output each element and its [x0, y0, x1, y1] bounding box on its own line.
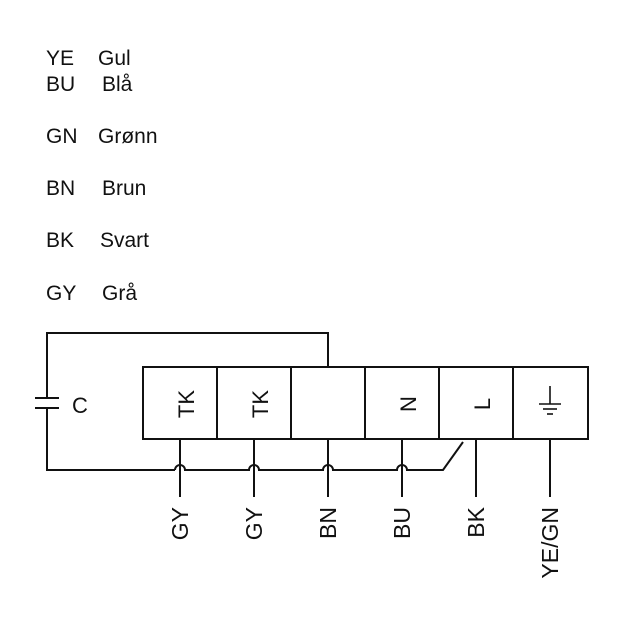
- legend-row-ye: YE Gul: [46, 48, 131, 70]
- terminal-label-l: L: [470, 398, 495, 410]
- common-bus-wire: [174, 441, 464, 471]
- terminal-label-tk-1: TK: [174, 390, 199, 418]
- legend-row-bn: BN Brun: [46, 178, 146, 200]
- legend-row-bu: BU Blå: [46, 74, 132, 96]
- legend-code: BU: [46, 73, 76, 96]
- terminal-label-n: N: [396, 396, 421, 412]
- capacitor-circuit: C: [35, 332, 329, 471]
- wire-label-bu: BU: [389, 507, 415, 539]
- wire-label-bn: BN: [315, 507, 341, 539]
- legend-code: BK: [46, 229, 75, 252]
- capacitor-bottom-wire: [46, 408, 175, 471]
- terminal-label-tk-2: TK: [248, 390, 273, 418]
- legend-name: Brun: [102, 177, 147, 200]
- legend-name: Blå: [102, 73, 133, 96]
- wire-label-bk: BK: [463, 506, 489, 537]
- legend-code: GN: [46, 125, 78, 148]
- legend-code: YE: [46, 47, 75, 70]
- wire-label-gy-2: GY: [241, 507, 267, 540]
- wire-label-ye-gn: YE/GN: [537, 507, 563, 579]
- legend-name: Gul: [98, 47, 131, 70]
- ground-icon: [539, 386, 561, 415]
- legend-row-bk: BK Svart: [46, 230, 149, 252]
- legend-name: Grønn: [98, 125, 158, 148]
- legend-code: GY: [46, 282, 77, 305]
- legend-name: Grå: [102, 282, 138, 305]
- legend-row-gy: GY Grå: [46, 283, 137, 305]
- capacitor-top-wire: [46, 332, 329, 398]
- wire-drops: [179, 439, 551, 497]
- legend-code: BN: [46, 177, 76, 200]
- capacitor-label: C: [72, 393, 88, 418]
- legend-row-gn: GN Grønn: [46, 126, 158, 148]
- wire-labels: GY GY BN BU BK YE/GN: [167, 506, 563, 578]
- wire-label-gy-1: GY: [167, 507, 193, 540]
- legend-name: Svart: [100, 229, 150, 252]
- terminal-block: TK TK N L: [142, 366, 589, 440]
